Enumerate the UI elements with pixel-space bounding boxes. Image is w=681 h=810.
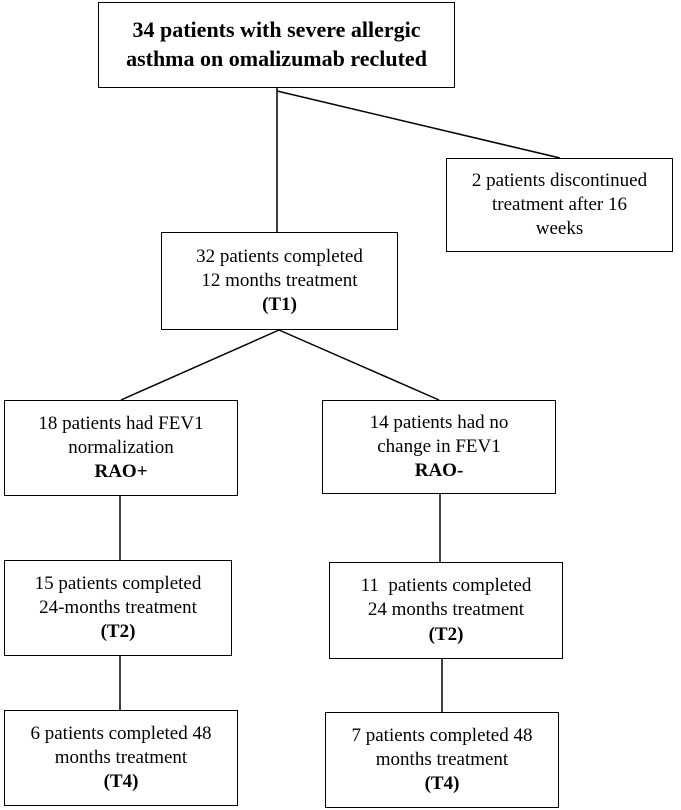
rao-pos-tag: RAO+ xyxy=(94,461,148,483)
t2-left-tag: (T2) xyxy=(100,621,136,643)
t4-right-tag: (T4) xyxy=(424,773,460,795)
t4-right-line1: 7 patients completed 48 xyxy=(351,724,533,746)
t4-right-line2: months treatment xyxy=(375,748,509,770)
t1-completed-box: 32 patients completed 12 months treatmen… xyxy=(161,232,398,330)
discontinued-line2: treatment after 16 xyxy=(491,193,628,215)
rao-negative-box: 14 patients had no change in FEV1 RAO- xyxy=(322,400,556,494)
t4-left-line1: 6 patients completed 48 xyxy=(30,722,212,744)
t4-left-line2: months treatment xyxy=(54,746,188,768)
connector-t1-to-rao-neg xyxy=(278,329,440,401)
t1-line2: 12 months treatment xyxy=(201,269,358,291)
connector-t1-to-rao-pos xyxy=(120,329,280,401)
connector-branch-to-discontinued xyxy=(276,90,561,159)
t2-right-box: 11 patients completed 24 months treatmen… xyxy=(329,562,563,659)
rao-neg-line2: change in FEV1 xyxy=(377,435,501,457)
discontinued-patients-box: 2 patients discontinued treatment after … xyxy=(446,158,673,252)
t2-right-line1: 11 patients completed xyxy=(360,575,532,597)
discontinued-line3: weeks xyxy=(535,218,584,240)
discontinued-line1: 2 patients discontinued xyxy=(471,169,648,191)
rao-neg-line1: 14 patients had no xyxy=(369,411,509,433)
t1-tag: (T1) xyxy=(262,294,297,316)
t1-line1: 32 patients completed xyxy=(196,245,363,267)
t2-left-line1: 15 patients completed xyxy=(34,572,202,594)
rao-neg-tag: RAO- xyxy=(414,460,464,482)
enrolled-patients-box: 34 patients with severe allergic asthma … xyxy=(98,2,455,88)
rao-pos-line2: normalization xyxy=(68,436,174,458)
t2-left-line2: 24-months treatment xyxy=(39,596,197,618)
t2-right-tag: (T2) xyxy=(428,623,464,645)
t4-left-box: 6 patients completed 48 months treatment… xyxy=(4,710,238,806)
t4-left-tag: (T4) xyxy=(103,771,139,793)
rao-pos-line1: 18 patients had FEV1 xyxy=(38,412,204,434)
t4-right-box: 7 patients completed 48 months treatment… xyxy=(325,712,559,808)
enrolled-patients-line1: 34 patients with severe allergic xyxy=(132,17,421,43)
enrolled-patients-line2: asthma on omalizumab recluted xyxy=(126,46,427,71)
t2-left-box: 15 patients completed 24-months treatmen… xyxy=(4,560,232,656)
t2-right-line2: 24 months treatment xyxy=(367,599,525,621)
rao-positive-box: 18 patients had FEV1 normalization RAO+ xyxy=(4,400,238,496)
